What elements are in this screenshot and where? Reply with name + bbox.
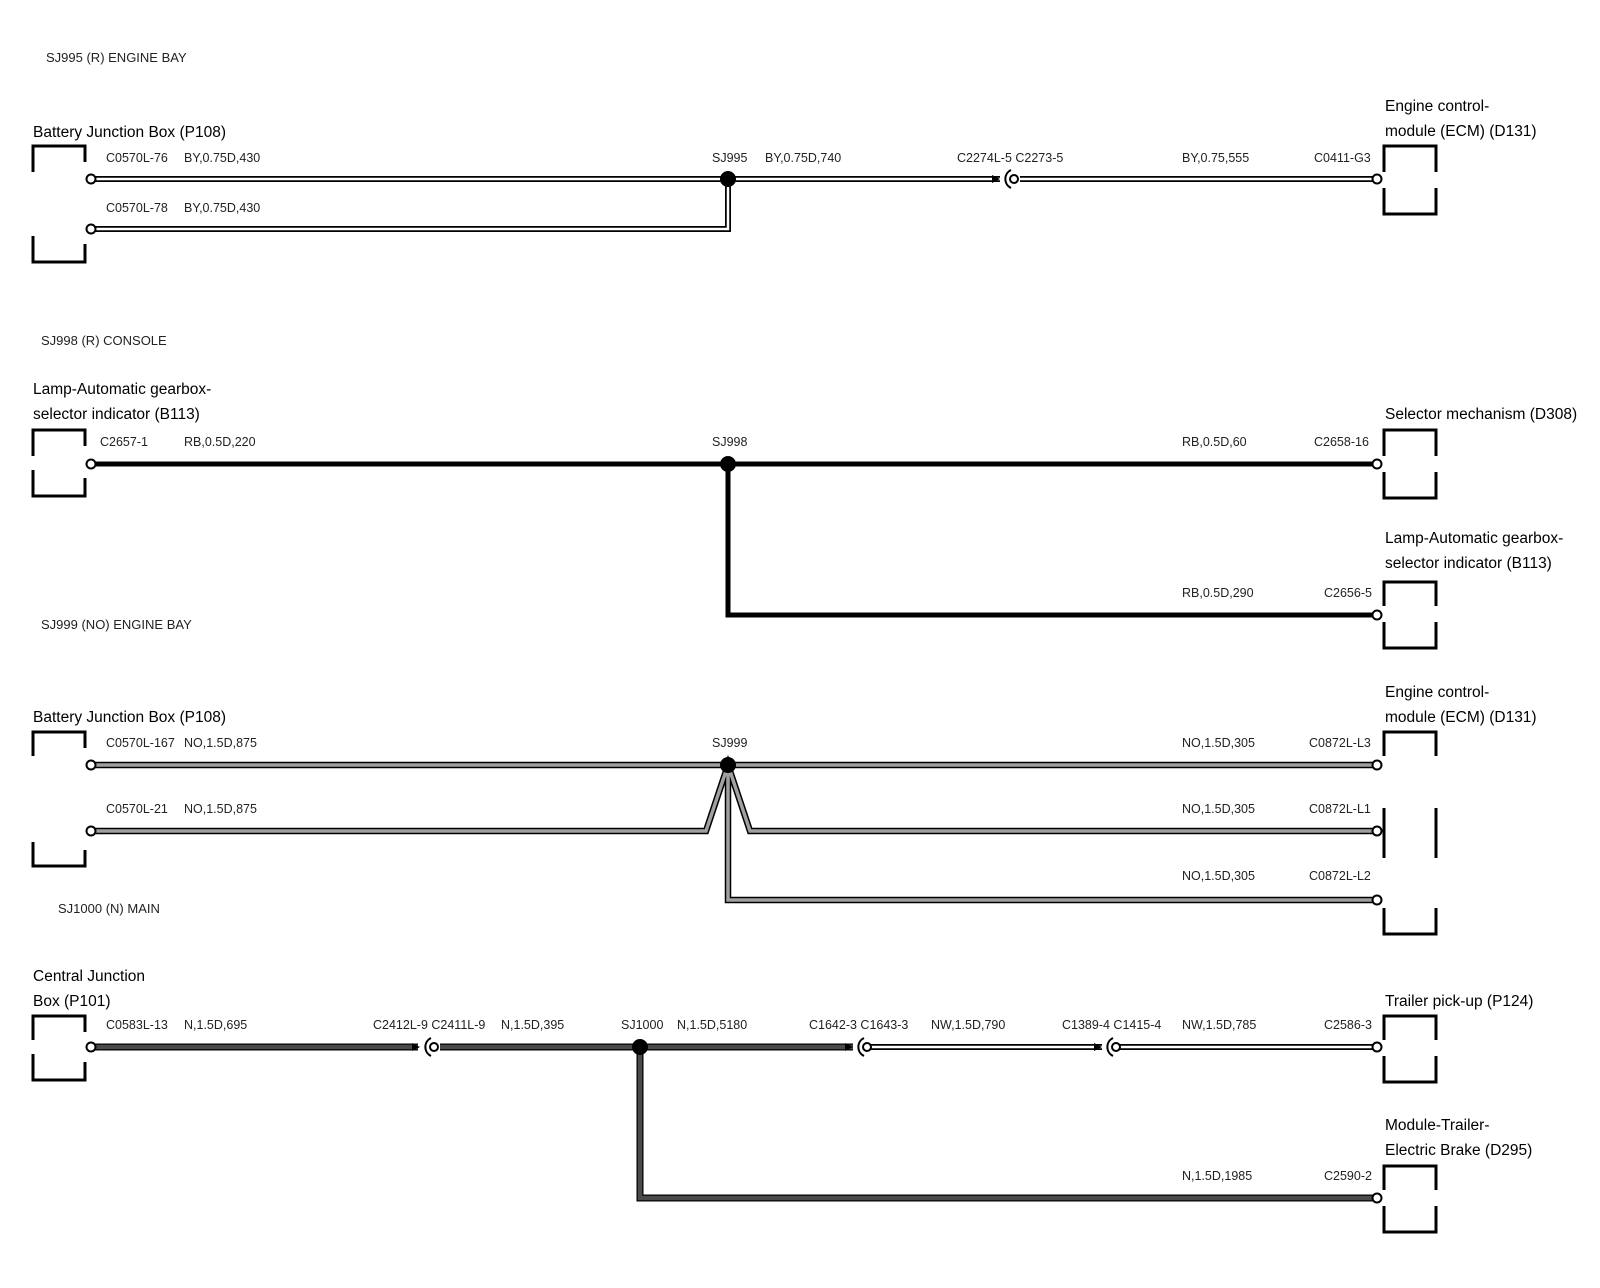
section-header: SJ1000 (N) MAIN [58,901,160,916]
wire-label: NO,1.5D,875 [184,736,257,750]
wire-label: C0411-G3 [1314,151,1371,165]
component-label: Central Junction [33,968,145,985]
inline-connector-icon [1094,1037,1121,1057]
pin-icon [1371,173,1383,185]
connector-outline [1382,580,1438,650]
component-label: Engine control- [1385,98,1489,115]
wire-label: C0872L-L1 [1309,802,1371,816]
connector-outline [1382,730,1438,936]
connector-outline [31,730,87,868]
wire-label: C2274L-5 C2273-5 [957,151,1063,165]
pin-icon [85,759,97,771]
wire-label: C2658-16 [1314,435,1369,449]
wire-label: C2657-1 [100,435,148,449]
pin-icon [85,458,97,470]
wire-label: NW,1.5D,785 [1182,1018,1256,1032]
splice-node-icon [720,171,736,187]
wire-label: NO,1.5D,875 [184,802,257,816]
component-label: Engine control- [1385,684,1489,701]
pin-icon [1371,609,1383,621]
pin-icon [1371,1192,1383,1204]
component-label: Battery Junction Box (P108) [33,709,226,726]
section-sj999: SJ999 (NO) ENGINE BAY Battery Junction B… [31,617,1537,936]
splice-label: SJ995 [712,151,747,165]
component-label: selector indicator (B113) [1385,555,1552,572]
component-label: Module-Trailer- [1385,1117,1490,1134]
wire-label: C1389-4 C1415-4 [1062,1018,1161,1032]
wire-label: C0583L-13 [106,1018,168,1032]
connector-outline [31,1014,87,1082]
section-header: SJ999 (NO) ENGINE BAY [41,617,192,632]
inline-connector-icon [845,1037,872,1057]
wire-label: N,1.5D,395 [501,1018,564,1032]
wire-label: NO,1.5D,305 [1182,736,1255,750]
splice-label: SJ1000 [621,1018,663,1032]
wire-label: RB,0.5D,60 [1182,435,1247,449]
splice-label: SJ998 [712,435,747,449]
wire-label: NO,1.5D,305 [1182,869,1255,883]
wire-label: C2590-2 [1324,1169,1372,1183]
component-label: Battery Junction Box (P108) [33,124,226,141]
connector-outline [1382,428,1438,500]
pin-icon [1371,458,1383,470]
section-sj1000: SJ1000 (N) MAIN Central Junction Box (P1… [31,901,1533,1234]
connector-outline [1382,1164,1438,1234]
wire-label: BY,0.75,555 [1182,151,1249,165]
section-header: SJ995 (R) ENGINE BAY [46,50,187,65]
wire-label: RB,0.5D,290 [1182,586,1254,600]
pin-icon [1371,1041,1383,1053]
wire-label: N,1.5D,1985 [1182,1169,1252,1183]
splice-node-icon [720,757,736,773]
component-label: Electric Brake (D295) [1385,1142,1532,1159]
wire-label: C2656-5 [1324,586,1372,600]
splice-node-icon [720,456,736,472]
component-label: Lamp-Automatic gearbox- [1385,530,1563,547]
wire-label: N,1.5D,695 [184,1018,247,1032]
pin-icon [1371,894,1383,906]
pin-icon [85,1041,97,1053]
inline-connector-icon [412,1037,439,1057]
component-label: Selector mechanism (D308) [1385,406,1577,423]
wire-label: BY,0.75D,430 [184,151,260,165]
component-label: module (ECM) (D131) [1385,123,1537,140]
wire-label: C2412L-9 C2411L-9 [373,1018,485,1032]
connector-outline [31,144,87,264]
component-label: selector indicator (B113) [33,406,200,423]
connector-outline [1382,1014,1438,1084]
connector-outline [1382,144,1438,216]
pin-icon [1371,759,1383,771]
wire-label: BY,0.75D,740 [765,151,841,165]
component-label: Box (P101) [33,993,111,1010]
section-sj995: SJ995 (R) ENGINE BAY Battery Junction Bo… [31,50,1537,264]
splice-label: SJ999 [712,736,747,750]
component-label: module (ECM) (D131) [1385,709,1537,726]
pin-icon [85,223,97,235]
pin-icon [1371,825,1383,837]
wire-label: C0872L-L3 [1309,736,1371,750]
wire-label: N,1.5D,5180 [677,1018,747,1032]
wire-label: NO,1.5D,305 [1182,802,1255,816]
wire-label: C0570L-76 [106,151,168,165]
wire-label: C2586-3 [1324,1018,1372,1032]
wire-label: BY,0.75D,430 [184,201,260,215]
connector-outline [31,428,87,498]
wire-label: C1642-3 C1643-3 [809,1018,908,1032]
inline-connector-icon [992,169,1019,189]
wire-label: RB,0.5D,220 [184,435,256,449]
wire-label: C0570L-78 [106,201,168,215]
wire-by-fill [95,179,730,231]
pin-icon [85,173,97,185]
section-header: SJ998 (R) CONSOLE [41,333,167,348]
component-label: Trailer pick-up (P124) [1385,993,1533,1010]
section-sj998: SJ998 (R) CONSOLE Lamp-Automatic gearbox… [31,333,1577,650]
pin-icon [85,825,97,837]
wire-label: NW,1.5D,790 [931,1018,1005,1032]
component-label: Lamp-Automatic gearbox- [33,381,211,398]
wire-label: C0570L-21 [106,802,168,816]
wire-label: C0570L-167 [106,736,175,750]
wire-label: C0872L-L2 [1309,869,1371,883]
splice-node-icon [632,1039,648,1055]
